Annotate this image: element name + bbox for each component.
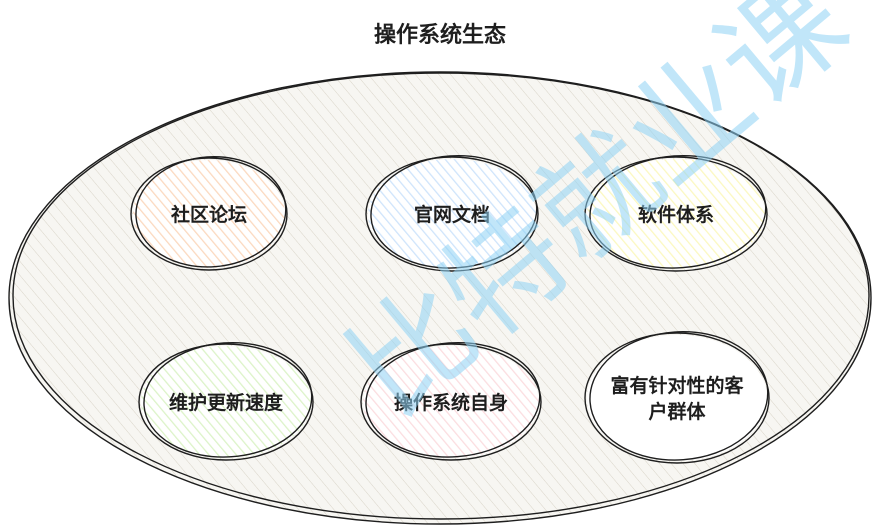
node-label: 官网文档 bbox=[414, 203, 490, 226]
node-fill bbox=[363, 346, 539, 458]
node-fill bbox=[133, 160, 285, 268]
node-outline-sketch bbox=[365, 341, 541, 458]
node-label: 户群体 bbox=[648, 400, 706, 423]
node-outline-sketch bbox=[135, 156, 287, 268]
node-software: 软件体系 bbox=[584, 154, 768, 272]
node-fill bbox=[368, 159, 536, 269]
node-docs: 官网文档 bbox=[365, 155, 539, 272]
node-outline-sketch bbox=[370, 155, 538, 269]
node-community: 社区论坛 bbox=[130, 156, 288, 271]
node-label: 社区论坛 bbox=[170, 203, 247, 226]
node-fill bbox=[141, 346, 311, 458]
node-outline bbox=[360, 343, 542, 461]
node-label: 软件体系 bbox=[638, 203, 714, 226]
node-outline bbox=[584, 332, 770, 464]
node-label: 维护更新速度 bbox=[169, 391, 284, 414]
node-fill bbox=[587, 335, 767, 461]
diagram-title: 操作系统生态 bbox=[374, 22, 506, 48]
node-fill bbox=[587, 159, 765, 269]
node-label: 富有针对性的客 bbox=[610, 374, 744, 397]
node-outline-sketch bbox=[589, 331, 769, 461]
node-outline-sketch bbox=[143, 342, 313, 458]
node-os-itself: 操作系统自身 bbox=[360, 341, 542, 461]
node-label: 操作系统自身 bbox=[394, 391, 508, 414]
node-update: 维护更新速度 bbox=[138, 342, 314, 461]
node-outline-sketch bbox=[589, 154, 767, 269]
node-outline bbox=[365, 156, 539, 272]
node-outline bbox=[584, 156, 768, 272]
node-outline bbox=[130, 157, 288, 271]
node-outline bbox=[138, 343, 314, 461]
